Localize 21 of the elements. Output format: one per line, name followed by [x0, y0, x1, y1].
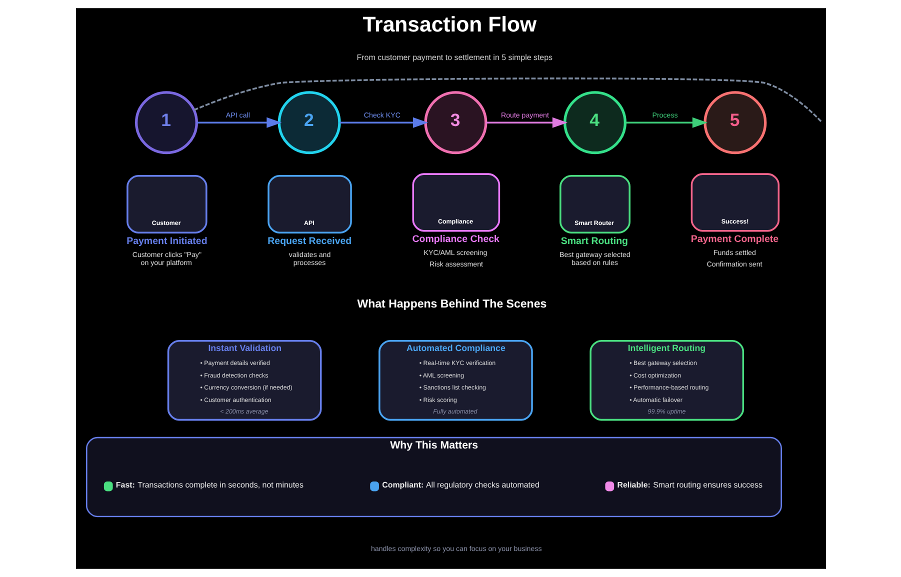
- node-label: Reliable: Smart routing ensures success: [616, 480, 762, 490]
- node-label: Request Received: [267, 236, 352, 247]
- node-circle: 5: [703, 91, 766, 154]
- node-circle: 1: [134, 91, 198, 154]
- arrow: [196, 117, 282, 128]
- diagram-title: Transaction Flow: [362, 12, 536, 36]
- node-label: Payment Initiated: [126, 236, 207, 247]
- node-circle: 2: [277, 91, 340, 154]
- arrow: [485, 117, 568, 128]
- node-label: Compliance Check: [412, 234, 499, 246]
- node-circle: 3: [424, 91, 487, 154]
- arrow: [339, 117, 428, 128]
- node-label: Smart Routing: [560, 236, 628, 247]
- node-label: Compliant: All regulatory checks automated: [382, 480, 539, 490]
- node-label: Payment Complete: [690, 234, 778, 246]
- node-circle: 4: [563, 91, 626, 154]
- label: From customer payment to settlement in 5 simple steps: [356, 52, 552, 62]
- node-label: Fast: Transactions complete in seconds, not minutes: [115, 480, 303, 490]
- connector: [193, 78, 822, 123]
- arrow: [624, 117, 708, 128]
- label: What Happens Behind The Scenes: [356, 298, 546, 310]
